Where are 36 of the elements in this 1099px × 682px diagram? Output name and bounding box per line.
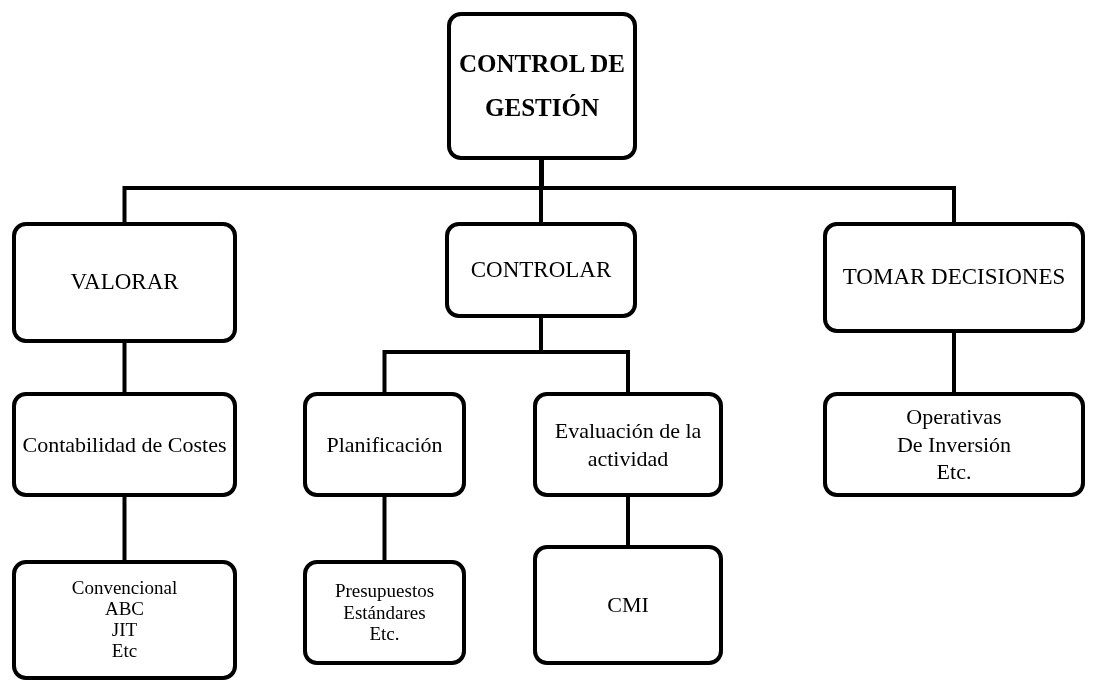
box-text: De Inversión: [896, 430, 1012, 459]
box-text: CMI: [607, 591, 649, 619]
box: [12, 392, 237, 497]
box: [445, 222, 637, 318]
box-text: Presupuestos: [334, 579, 435, 602]
box-text: Contabilidad de Costes: [22, 430, 227, 459]
box-text: CONTROL DE GESTIÓN: [458, 49, 626, 123]
box-text: Evaluación de la actividad: [553, 417, 703, 472]
box: [12, 560, 237, 680]
connector-line: [122, 497, 127, 560]
box: [12, 222, 237, 343]
box-text: Convencional: [71, 578, 178, 600]
box-text: Etc.: [369, 623, 400, 646]
box: [823, 392, 1085, 497]
box-text: TOMAR DECISIONES: [842, 263, 1066, 292]
box: [303, 560, 466, 665]
box-text: Planificación: [326, 430, 443, 459]
box: [533, 392, 723, 497]
box: [303, 392, 466, 497]
box: [823, 222, 1085, 333]
box-text: JIT: [111, 620, 138, 641]
box-text: ABC: [104, 599, 145, 620]
box-text: CONTROLAR: [470, 255, 612, 284]
box: [447, 12, 637, 160]
box-text: VALORAR: [70, 268, 179, 297]
box: [533, 545, 723, 665]
connector-line: [539, 318, 630, 392]
connector-line: [382, 497, 387, 560]
connector-line: [122, 343, 127, 392]
connector-line: [626, 497, 630, 545]
connector-line: [539, 160, 543, 222]
box-text: Etc.: [936, 458, 972, 486]
box-text: Estándares: [343, 601, 426, 624]
box-text: Etc: [111, 640, 138, 662]
connector-line: [952, 333, 956, 392]
box-text: Operativas: [906, 403, 1002, 431]
